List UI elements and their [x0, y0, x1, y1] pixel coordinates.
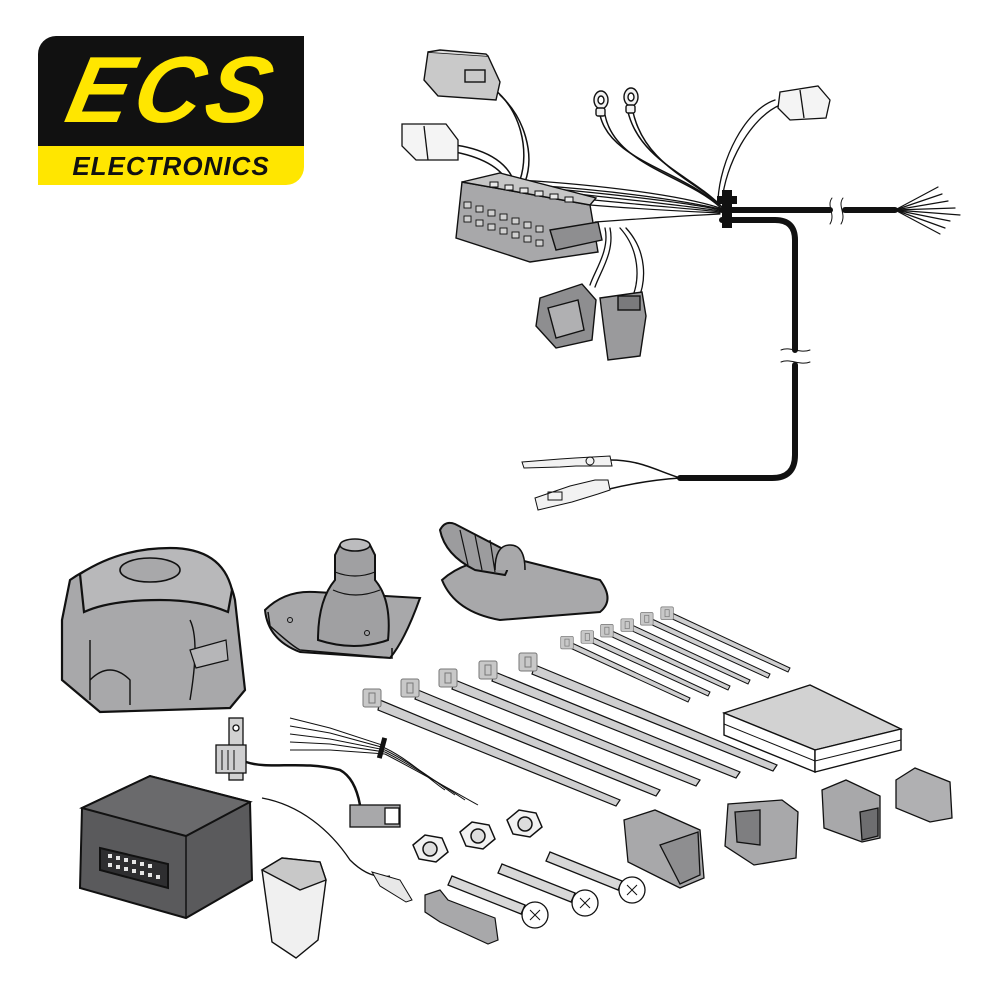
harness-clip — [717, 190, 737, 228]
buzzer — [215, 717, 247, 781]
spade-terminal — [370, 871, 413, 903]
bolts — [447, 851, 646, 929]
fuse — [260, 857, 327, 959]
cable-grommet — [438, 521, 609, 622]
ecs-electronics-logo: ECS ELECTRONICS — [38, 36, 304, 185]
loose-connector-1 — [724, 799, 799, 866]
nuts — [412, 809, 543, 863]
cable-ties-short — [560, 606, 791, 703]
harness-connector-lower-right — [599, 291, 647, 361]
socket-gasket — [263, 538, 422, 660]
instruction-booklet — [721, 684, 904, 774]
loose-connector-3 — [895, 767, 953, 823]
pin-terminals — [521, 455, 613, 511]
loose-connector-4 — [623, 809, 705, 889]
13-pin-socket — [60, 546, 247, 714]
logo-subtitle-text: ELECTRONICS — [72, 151, 270, 181]
cable-ties-long — [362, 652, 778, 807]
harness-connector-white-2 — [777, 85, 831, 121]
spacer-sleeve — [424, 889, 499, 945]
buzzer-plug — [349, 804, 401, 828]
control-module — [78, 774, 254, 920]
harness-connector-white — [401, 123, 459, 161]
logo-yellow-band — [38, 146, 304, 185]
harness-connector-lower-left — [535, 283, 597, 349]
wiring-harness — [454, 89, 961, 491]
buzzer-wire — [245, 760, 362, 806]
ring-terminals — [593, 87, 639, 117]
harness-connector-top — [423, 49, 501, 101]
pigtail-wires — [289, 717, 479, 806]
harness-multi-plug — [455, 172, 603, 263]
logo-black-panel — [38, 36, 304, 146]
loose-connector-2 — [821, 779, 881, 843]
